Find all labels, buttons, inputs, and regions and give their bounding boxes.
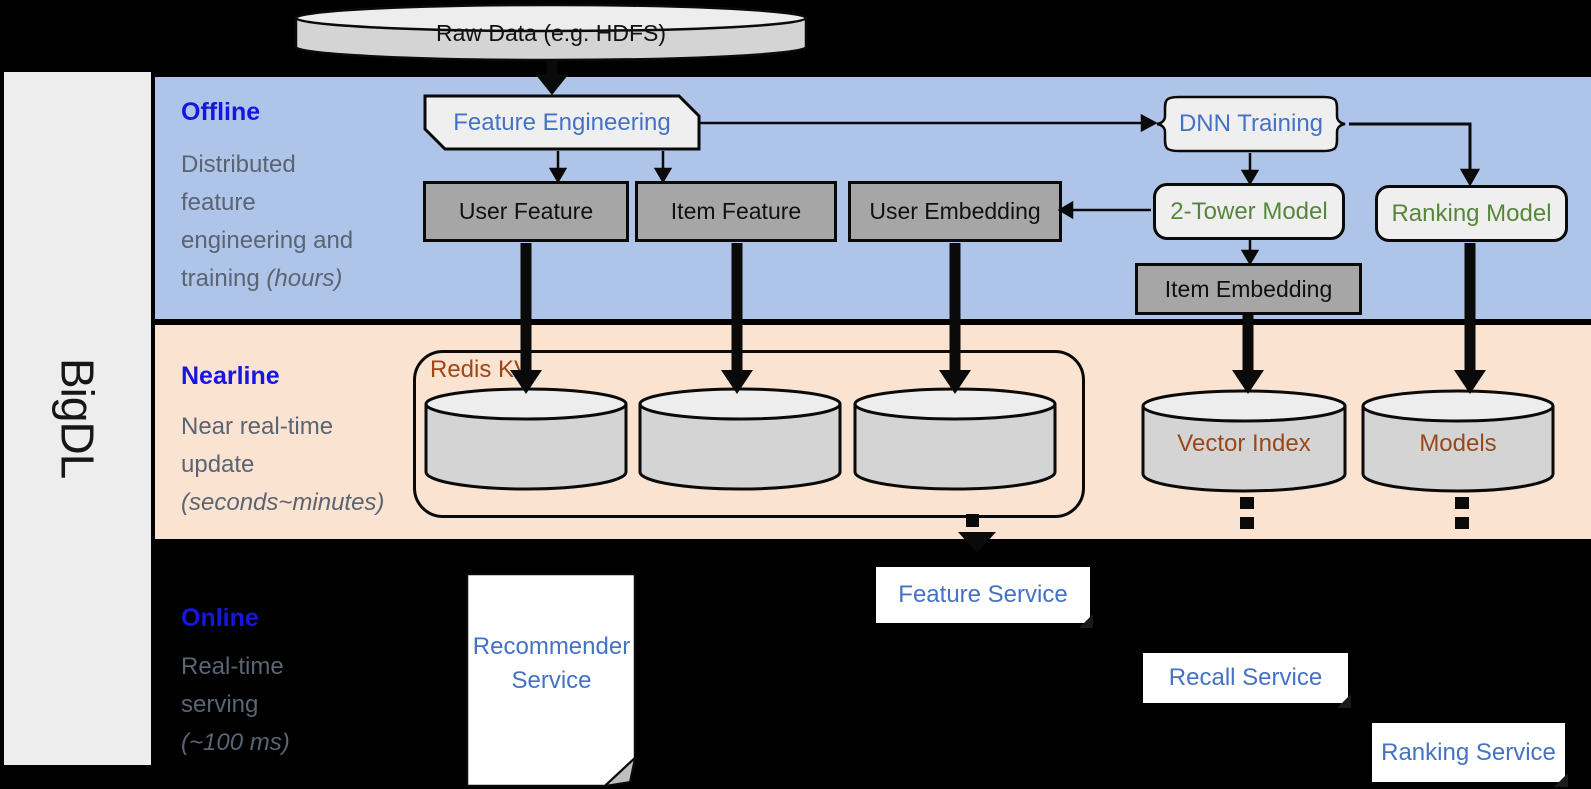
bigdl-sidebar: BigDL	[4, 72, 151, 765]
recommender-service-label: Recommender Service	[472, 633, 631, 694]
two-tower-model-node: 2-Tower Model	[1153, 183, 1345, 240]
kv-store-cylinder-3	[853, 387, 1057, 491]
item-embedding-node: Item Embedding	[1135, 263, 1362, 315]
recall-service-node: Recall Service	[1143, 653, 1351, 708]
recommender-service-document	[465, 572, 637, 788]
online-section-description: Real-time serving (~100 ms)	[181, 653, 290, 756]
user-feature-node: User Feature	[423, 181, 629, 242]
vector-index-cylinder	[1141, 389, 1347, 493]
nearline-section-label: Nearline	[181, 362, 280, 390]
raw-data-label: Raw Data (e.g. HDFS)	[435, 19, 667, 46]
models-label: Models	[1419, 430, 1497, 457]
offline-section-label: Offline	[181, 98, 261, 126]
folded-corner-icon	[1337, 694, 1351, 708]
vector-index-label: Vector Index	[1177, 430, 1311, 457]
ranking-service-node: Ranking Service	[1372, 723, 1568, 787]
item-feature-node: Item Feature	[635, 181, 837, 242]
redis-kv-container	[413, 350, 1085, 518]
feature-engineering-label: Feature Engineering	[453, 108, 671, 136]
nearline-section-description: Near real-time update (seconds~minutes)	[181, 413, 385, 516]
offline-section-description: Distributed feature engineering and trai…	[181, 151, 354, 292]
redis-kv-label: Redis KV	[430, 356, 531, 383]
bigdl-brand-label: BigDL	[51, 358, 104, 479]
online-section-label: Online	[181, 604, 259, 632]
feature-engineering-node	[423, 94, 701, 151]
feature-service-node: Feature Service	[876, 567, 1093, 628]
folded-corner-icon	[1079, 614, 1093, 628]
folded-corner-icon	[1554, 773, 1568, 787]
dnn-training-label: DNN Training	[1178, 110, 1324, 137]
models-cylinder	[1361, 389, 1555, 493]
kv-store-cylinder-2	[638, 387, 842, 491]
ranking-model-node: Ranking Model	[1375, 185, 1568, 242]
dnn-training-node	[1156, 95, 1346, 153]
user-embedding-node: User Embedding	[848, 181, 1062, 242]
raw-data-cylinder	[294, 3, 808, 62]
kv-store-cylinder-1	[424, 387, 628, 491]
